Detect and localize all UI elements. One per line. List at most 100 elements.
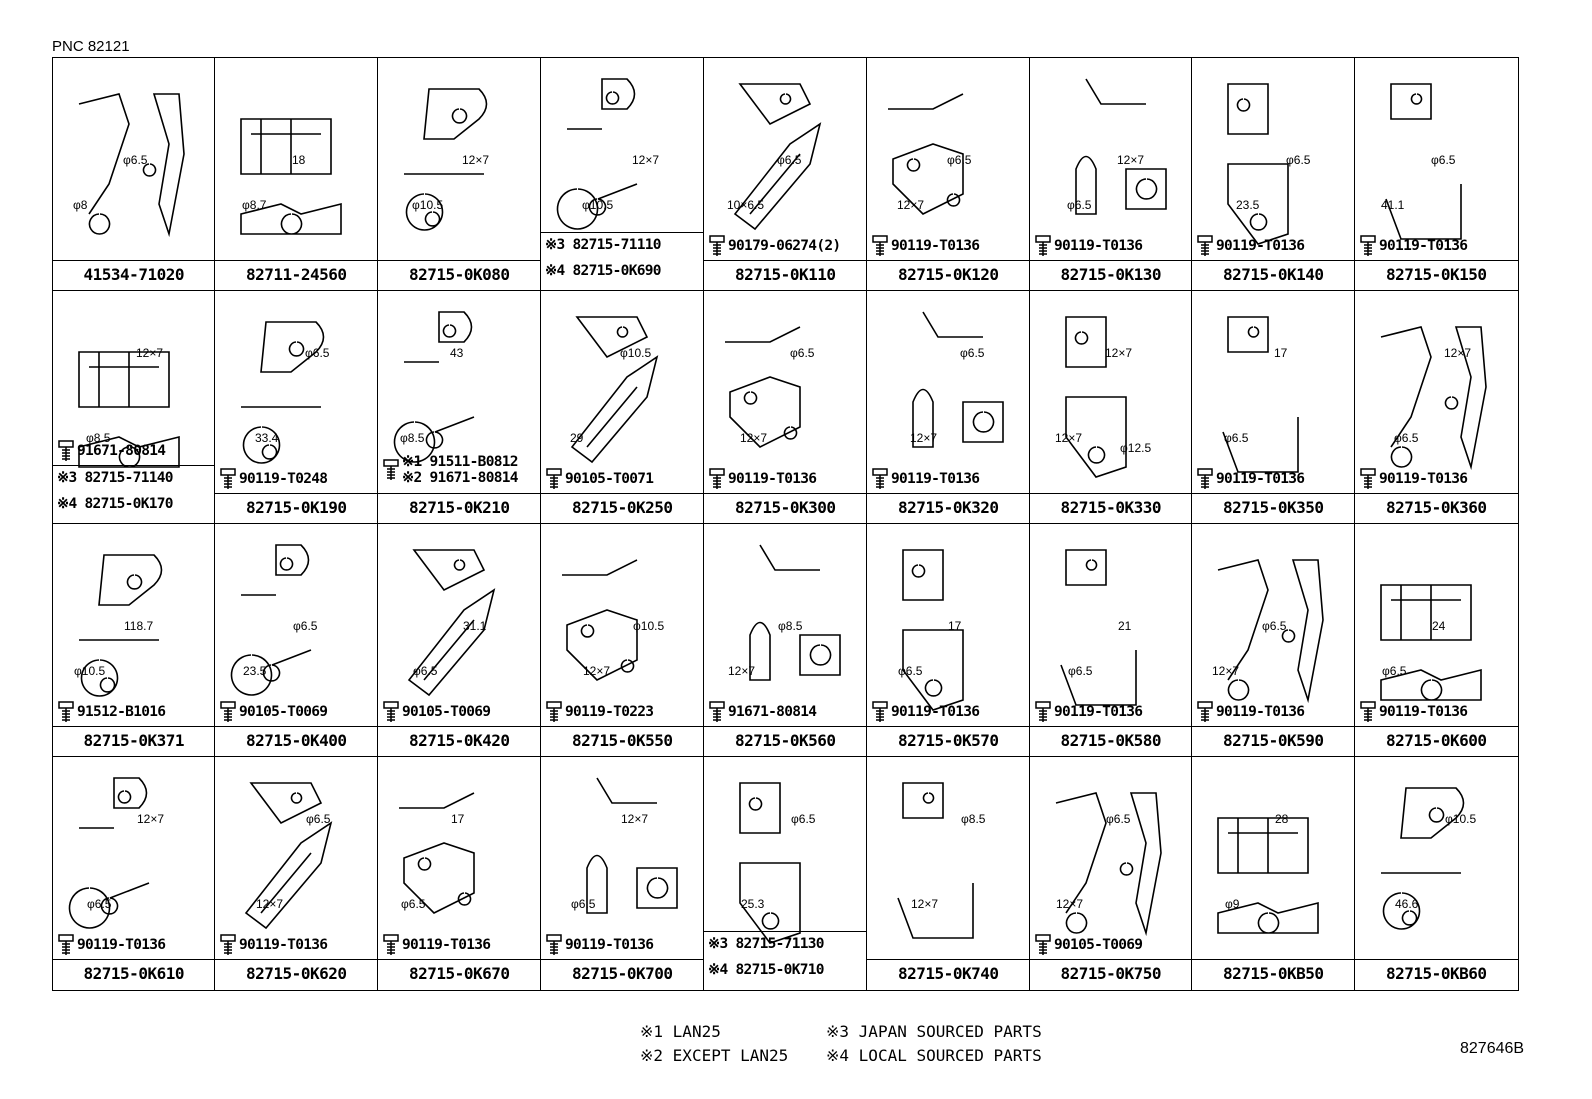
bracket-illustration	[733, 83, 822, 231]
part-number: 82715-0K550	[541, 725, 704, 755]
part-number: 82715-0K700	[541, 958, 704, 988]
dimension-label: 12×7	[136, 346, 164, 360]
dimension-label: φ6.5	[1224, 431, 1249, 445]
part-number: 82715-0K110	[704, 259, 867, 289]
bracket-illustration	[1060, 549, 1137, 706]
bolt-part: 90119-T0136	[1359, 467, 1468, 490]
bracket-illustration	[1075, 78, 1167, 215]
dimension-label: φ10.5	[582, 198, 614, 212]
dimension-label: φ6.5	[777, 153, 802, 167]
part-number: 41534-71020	[53, 259, 215, 289]
dimension-label: 41.1	[1381, 198, 1405, 212]
dimension-label: 17	[948, 619, 962, 633]
part-number: 82715-0K560	[704, 725, 867, 755]
dimension-label: 31.1	[463, 619, 487, 633]
part-number: 82715-0K210	[378, 492, 541, 522]
bracket-illustration	[68, 777, 150, 929]
dimension-label: φ6.5	[306, 812, 331, 826]
pnc-label: PNC 82121	[52, 38, 130, 55]
dimension-label: φ10.5	[1445, 812, 1477, 826]
alternate-part-number: ※4 82715-0K690	[545, 262, 662, 279]
dimension-label: φ9	[1225, 897, 1240, 911]
bolt-part: 90119-T0223	[545, 700, 654, 723]
dimension-label: 12×7	[632, 153, 660, 167]
bracket-illustration	[912, 311, 1004, 448]
bracket-illustration	[739, 782, 801, 944]
figure-code: 827646B	[1460, 1040, 1525, 1057]
bracket-illustration	[241, 321, 325, 464]
dimension-label: 12×7	[728, 664, 756, 678]
bolt-part-number: 90119-T0136	[1216, 237, 1305, 254]
dimension-label: φ6.5	[947, 153, 972, 167]
alternate-part-number: ※3 82715-71110	[545, 236, 662, 253]
dimension-label: φ8.7	[242, 198, 267, 212]
dimension-label: φ6.5	[123, 153, 148, 167]
bolt-part: ※1 91511-B0812※2 91671-80814	[382, 450, 519, 490]
dimension-label: 10×6.5	[727, 198, 765, 212]
bracket-illustration	[570, 316, 659, 464]
alternate-parts: ※3 82715-71140※4 82715-0K170	[53, 464, 215, 524]
part-number: 82715-0KB50	[1192, 958, 1355, 988]
dimension-label: 12×7	[911, 897, 939, 911]
bolt-part: 90105-T0069	[219, 700, 328, 723]
dimension-label: 12×7	[897, 198, 925, 212]
part-cell: φ6.5 φ8 41534-71020	[52, 57, 216, 292]
dimension-label: φ10.5	[74, 664, 106, 678]
dimension-label: 12×7	[1444, 346, 1472, 360]
part-number: 82715-0K610	[53, 958, 215, 988]
part-number: 82715-0K740	[867, 958, 1030, 988]
bolt-part-number: 90119-T0136	[77, 936, 166, 953]
bracket-illustration	[79, 554, 163, 697]
bolt-part: 90119-T0248	[219, 467, 328, 490]
part-number: 82715-0K600	[1355, 725, 1518, 755]
part-number: 82715-0KB60	[1355, 958, 1518, 988]
bolt-part-number: 91671-80814	[77, 442, 166, 459]
bolt-part: 90119-T0136	[382, 933, 491, 956]
dimension-label: 23.5	[243, 664, 267, 678]
bolt-part: 90119-T0136	[1196, 467, 1305, 490]
legend-note: ※2 EXCEPT LAN25	[640, 1046, 789, 1065]
dimension-label: φ6.5	[87, 897, 112, 911]
alternate-part-number: ※3 82715-71130	[708, 935, 825, 952]
alternate-parts: ※3 82715-71130※4 82715-0K710	[704, 930, 867, 990]
dimension-label: φ6.5	[1067, 198, 1092, 212]
bracket-illustration	[399, 792, 475, 914]
dimension-label: φ8	[73, 198, 88, 212]
dimension-label: 12×7	[1056, 897, 1084, 911]
alternate-part-number: ※3 82715-71140	[57, 469, 174, 486]
bolt-part-number: ※2 91671-80814	[402, 469, 519, 486]
dimension-label: 28	[1275, 812, 1289, 826]
bracket-illustration	[556, 78, 638, 230]
bolt-part-number: 90119-T0136	[565, 936, 654, 953]
dimension-label: 12×7	[462, 153, 490, 167]
part-number: 82715-0K620	[215, 958, 378, 988]
part-number: 82715-0K080	[378, 259, 541, 289]
dimension-label: φ6.5	[791, 812, 816, 826]
legend-left: ※1 LAN25 ※2 EXCEPT LAN25	[640, 1020, 900, 1068]
dimension-label: 33.4	[255, 431, 279, 445]
dimension-label: 12×7	[910, 431, 938, 445]
bolt-part: 91671-80814	[708, 700, 817, 723]
dimension-label: φ12.5	[1120, 441, 1152, 455]
dimension-label: φ8.5	[86, 431, 111, 445]
part-number: 82715-0K320	[867, 492, 1030, 522]
legend-right: ※3 JAPAN SOURCED PARTS ※4 LOCAL SOURCED …	[826, 1020, 1086, 1068]
dimension-label: 12×7	[621, 812, 649, 826]
bracket-illustration	[1055, 792, 1162, 937]
dimension-label: 25.3	[741, 897, 765, 911]
